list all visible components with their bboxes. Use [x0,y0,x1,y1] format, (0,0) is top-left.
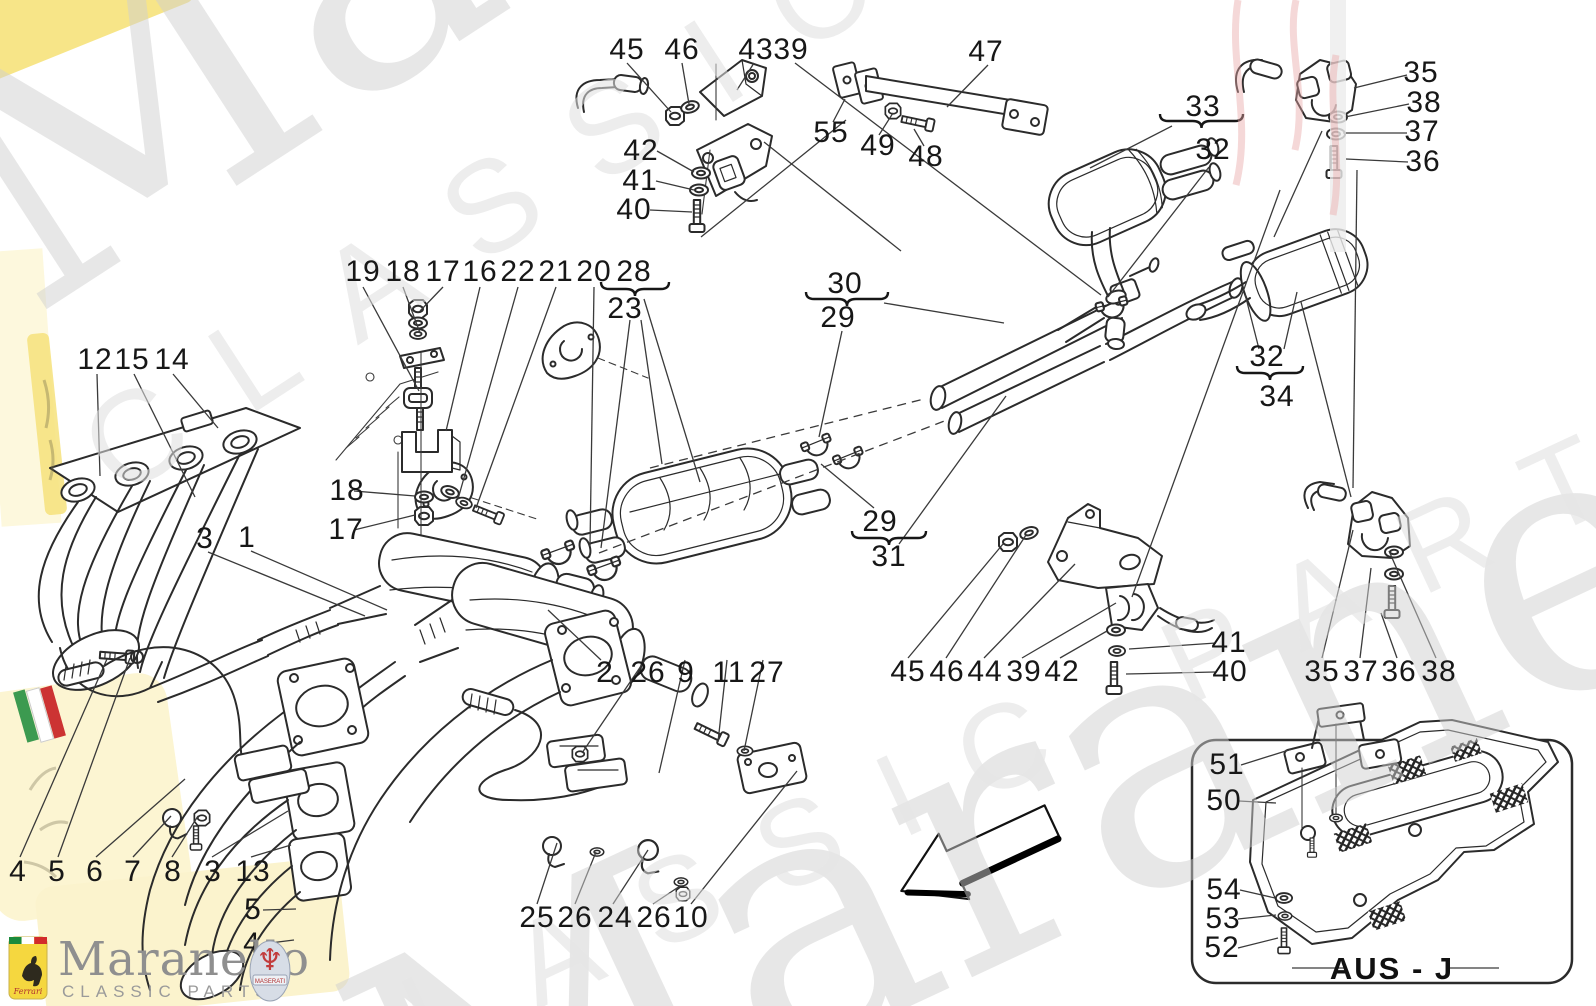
part-callout-19: 19 [345,255,381,288]
part-callout-9: 9 [677,656,695,689]
ferrari-badge: Ferrari [8,936,48,1000]
part-callout-17: 17 [425,255,461,288]
part-callout-22: 22 [500,255,536,288]
part-callout-50: 50 [1206,784,1242,817]
part-callout-38: 38 [1421,655,1457,688]
part-callout-38: 38 [1406,86,1442,119]
part-callout-18: 18 [329,474,365,507]
trident-icon: ♆ [257,943,284,978]
part-callout-24: 24 [597,901,633,934]
part-callout-3: 3 [204,855,222,888]
part-callout-37: 37 [1404,115,1440,148]
part-callout-26: 26 [630,656,666,689]
part-callout-34: 34 [1259,380,1295,413]
part-callout-8: 8 [164,855,182,888]
part-callout-42: 42 [623,134,659,167]
part-callout-11: 11 [712,656,746,689]
part-callout-20: 20 [576,255,612,288]
part-callout-1: 1 [238,521,256,554]
part-callout-14: 14 [154,343,190,376]
part-callout-32: 32 [1195,133,1231,166]
maranello-logo: Ferrari Maranello CLASSIC PARTS ♆ MASERA… [0,930,340,1006]
part-callout-27: 27 [749,656,785,689]
part-callout-29: 29 [820,301,856,334]
part-callout-41: 41 [622,164,658,197]
part-callout-39: 39 [1006,655,1042,688]
part-callout-35: 35 [1304,655,1340,688]
part-callout-12: 12 [77,343,113,376]
part-callout-33: 33 [1185,90,1221,123]
part-callout-6: 6 [86,855,104,888]
part-callout-21: 21 [538,255,574,288]
part-callout-37: 37 [1343,655,1379,688]
part-callout-39: 39 [773,33,809,66]
part-callout-3: 3 [196,522,214,555]
part-callout-10: 10 [673,901,709,934]
maserati-badge: ♆ MASERATI [249,940,291,1002]
part-callout-55: 55 [813,116,849,149]
part-callout-35: 35 [1403,56,1439,89]
part-callout-13: 13 [235,855,271,888]
part-callout-2: 2 [596,656,614,689]
part-callout-42: 42 [1044,655,1080,688]
part-callout-40: 40 [1212,655,1248,688]
part-callout-23: 23 [607,292,643,325]
part-callout-26: 26 [636,901,672,934]
part-callout-47: 47 [968,35,1004,68]
part-callout-26: 26 [557,901,593,934]
ferrari-badge-label: Ferrari [13,987,43,996]
part-callout-32: 32 [1249,340,1285,373]
part-callout-36: 36 [1381,655,1417,688]
part-callout-49: 49 [860,129,896,162]
part-callout-45: 45 [609,33,645,66]
part-callout-7: 7 [124,855,142,888]
part-callout-40: 40 [616,193,652,226]
part-callout-44: 44 [967,655,1003,688]
part-callout-48: 48 [908,140,944,173]
part-callout-52: 52 [1204,931,1240,964]
inset-caption: AUS - J [1329,951,1455,986]
part-callout-16: 16 [462,255,498,288]
part-callout-29: 29 [862,505,898,538]
part-callout-4: 4 [9,855,27,888]
part-callout-41: 41 [1211,626,1247,659]
part-callout-53: 53 [1205,902,1241,935]
part-callout-17: 17 [328,513,364,546]
part-callout-43: 43 [738,33,774,66]
part-callout-46: 46 [929,655,965,688]
part-callout-18: 18 [385,255,421,288]
part-callout-15: 15 [114,343,150,376]
part-callout-30: 30 [827,267,863,300]
part-callout-5: 5 [244,893,262,926]
logo-subtitle: CLASSIC PARTS [62,982,273,1001]
part-callout-31: 31 [871,540,907,573]
part-callout-54: 54 [1206,873,1242,906]
part-callout-28: 28 [616,255,652,288]
maserati-badge-label: MASERATI [255,979,286,985]
part-callout-51: 51 [1209,748,1245,781]
part-callout-46: 46 [664,33,700,66]
part-callout-5: 5 [48,855,66,888]
part-callout-36: 36 [1405,145,1441,178]
part-callout-45: 45 [890,655,926,688]
prancing-horse-icon [22,956,42,987]
part-callout-25: 25 [519,901,555,934]
